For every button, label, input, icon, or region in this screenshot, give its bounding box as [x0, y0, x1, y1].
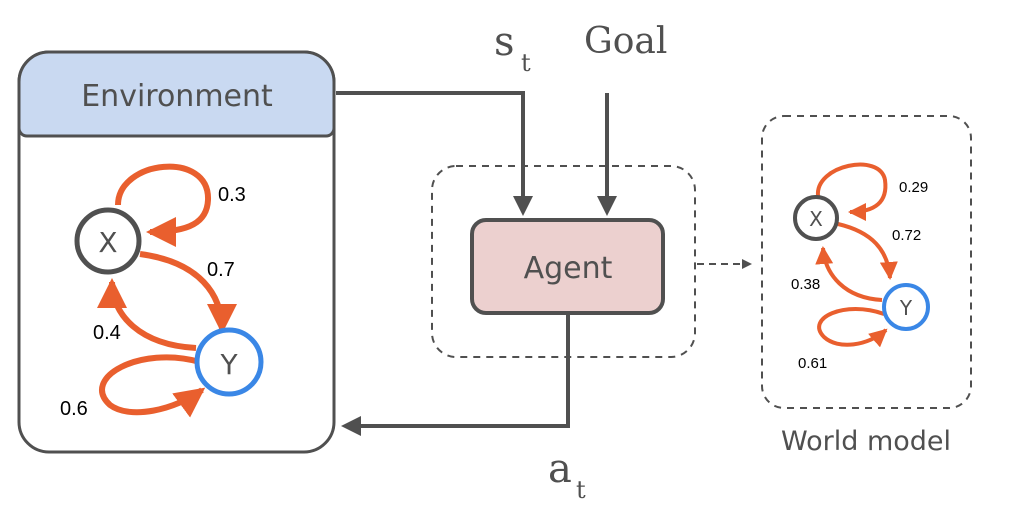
- edge-y-to-y: [99, 354, 206, 418]
- wm-edge-y-to-y: [817, 307, 888, 348]
- world-model-markov-chain: X Y 0.29 0.72 0.38 0.61: [791, 162, 930, 372]
- wm-node-x: [793, 195, 839, 241]
- wm-node-y-label: Y: [899, 296, 913, 320]
- prob-y-x: 0.4: [93, 322, 121, 344]
- action-subscript: t: [576, 476, 586, 504]
- agent-dashed-boundary: [431, 165, 696, 358]
- node-y: [194, 327, 264, 397]
- environment-markov-chain: X Y 0.3 0.7 0.4 0.6: [60, 163, 264, 420]
- state-input-label: s t: [494, 19, 531, 77]
- goal-label: Goal: [584, 21, 667, 62]
- action-label: a t: [548, 446, 586, 504]
- edge-x-to-x: [115, 163, 212, 247]
- wm-edge-x-to-x: [815, 162, 888, 221]
- world-model-caption: World model: [781, 426, 951, 457]
- node-x: [74, 207, 142, 275]
- action-symbol: a: [548, 446, 572, 492]
- action-arrow: [341, 313, 570, 436]
- wm-edge-y-to-x: [815, 246, 883, 302]
- wm-prob-x-x: 0.29: [899, 179, 928, 196]
- wm-edge-x-to-y: [837, 222, 898, 280]
- wm-prob-x-y: 0.72: [892, 227, 921, 244]
- node-y-label: Y: [219, 348, 238, 381]
- wm-prob-y-x: 0.38: [791, 276, 820, 293]
- wm-node-y: [882, 283, 930, 331]
- state-subscript: t: [521, 49, 531, 77]
- prob-x-y: 0.7: [207, 259, 235, 281]
- state-symbol: s: [494, 19, 515, 65]
- agent-box: [470, 218, 665, 315]
- state-arrow: [336, 91, 533, 216]
- agent-label: Agent: [524, 251, 613, 286]
- edge-y-to-x: [97, 278, 197, 351]
- prob-x-x: 0.3: [218, 184, 246, 206]
- environment-header: [17, 50, 336, 138]
- wm-node-x-label: X: [809, 207, 823, 231]
- node-x-label: X: [98, 226, 117, 259]
- wm-prob-y-y: 0.61: [798, 355, 827, 372]
- environment-label: Environment: [81, 79, 273, 114]
- prob-y-y: 0.6: [60, 398, 88, 420]
- world-model-boundary: [761, 115, 972, 409]
- edge-x-to-y: [139, 251, 237, 334]
- environment-box: Environment: [17, 50, 336, 454]
